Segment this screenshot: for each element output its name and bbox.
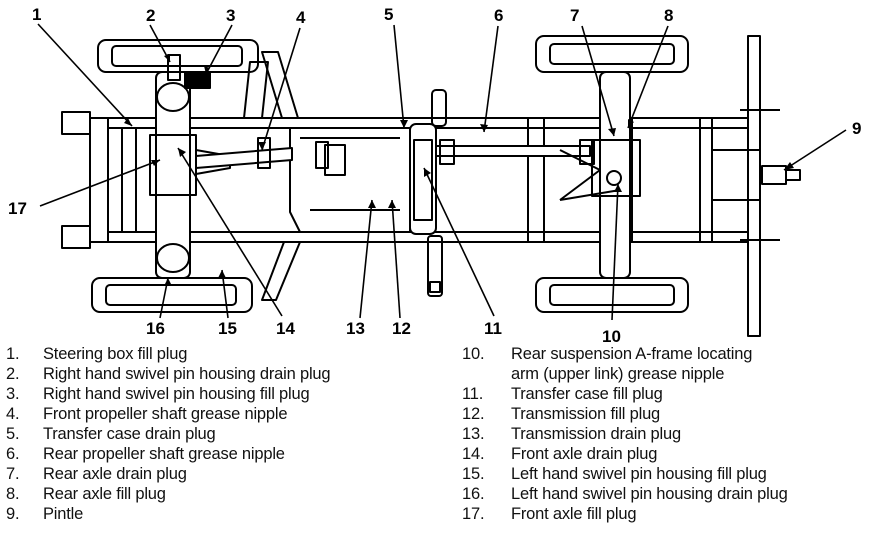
callout-11: 11: [484, 319, 502, 338]
legend-number: 10.: [462, 345, 485, 363]
legend-item: 7. Rear axle drain plug: [6, 464, 426, 484]
legend-label: Left hand swivel pin housing fill plug: [511, 465, 767, 483]
callout-7: 7: [570, 6, 579, 25]
legend-number: 12.: [462, 405, 485, 423]
callout-10: 10: [602, 327, 621, 345]
legend-number: 14.: [462, 445, 485, 463]
legend-number: [462, 364, 511, 384]
legend-number: 6.: [6, 445, 20, 463]
legend-number: 3.: [6, 385, 20, 403]
callout-15: 15: [218, 319, 237, 338]
callout-1: 1: [32, 5, 41, 24]
legend-item: 12. Transmission fill plug: [462, 404, 872, 424]
legend-label: Transfer case fill plug: [511, 385, 663, 403]
legend-right-column: 10. Rear suspension A-frame locating arm …: [462, 344, 872, 524]
legend-number: 8.: [6, 485, 20, 503]
legend-number: 9.: [6, 505, 20, 523]
legend-label: Transmission drain plug: [511, 425, 681, 443]
legend-item: 15. Left hand swivel pin housing fill plu…: [462, 464, 872, 484]
rear-right-wheel: [535, 35, 689, 73]
legend-item: 11. Transfer case fill plug: [462, 384, 872, 404]
front-propeller-shaft: [195, 137, 329, 169]
legend-item: 13. Transmission drain plug: [462, 424, 872, 444]
legend-label: Right hand swivel pin housing fill plug: [43, 385, 310, 403]
chassis-diagram: 1 2 3 4 5 6 7 8 9 10 11 12 13 14 15 16 1…: [8, 5, 861, 345]
callout-9: 9: [852, 119, 861, 138]
callout-6: 6: [494, 6, 503, 25]
legend-label: Transfer case drain plug: [43, 425, 216, 443]
callout-16: 16: [146, 319, 165, 338]
legend-number: 5.: [6, 425, 20, 443]
legend-number: 1.: [6, 345, 20, 363]
leader-lines: [37, 23, 847, 321]
legend-number: 15.: [462, 465, 485, 483]
legend-label: Transmission fill plug: [511, 405, 661, 423]
legend-item: 9. Pintle: [6, 504, 426, 524]
legend-label: Steering box fill plug: [43, 345, 188, 363]
callout-5: 5: [384, 5, 393, 24]
callout-14: 14: [276, 319, 295, 338]
callout-8: 8: [664, 6, 673, 25]
legend-number: 11.: [462, 385, 484, 403]
legend-item: 17. Front axle fill plug: [462, 504, 872, 524]
callout-17: 17: [8, 199, 27, 218]
legend-item: 2. Right hand swivel pin housing drain pl…: [6, 364, 426, 384]
legend-label: Rear axle fill plug: [43, 485, 166, 503]
callout-12: 12: [392, 319, 411, 338]
legend-label: Front propeller shaft grease nipple: [43, 405, 288, 423]
transfer-case: [409, 89, 447, 297]
legend-label: Pintle: [43, 505, 84, 523]
legend-number: 2.: [6, 365, 20, 383]
legend-item: 10. Rear suspension A-frame locating: [462, 344, 872, 364]
legend-label: Right hand swivel pin housing drain plug: [43, 365, 331, 383]
legend-item: 16. Left hand swivel pin housing drain pl…: [462, 484, 872, 504]
legend-item: 8. Rear axle fill plug: [6, 484, 426, 504]
legend-number: 16.: [462, 485, 485, 503]
legend-number: 4.: [6, 405, 20, 423]
legend-item: 4. Front propeller shaft grease nipple: [6, 404, 426, 424]
legend-label: Rear suspension A-frame locating: [511, 345, 753, 363]
legend-number: 17.: [462, 505, 485, 523]
callout-13: 13: [346, 319, 365, 338]
legend-number: 13.: [462, 425, 485, 443]
legend-label: arm (upper link) grease nipple: [511, 365, 725, 383]
front-left-wheel: [91, 277, 253, 313]
legend-label: Front axle fill plug: [511, 505, 637, 523]
legend-label: Front axle drain plug: [511, 445, 658, 463]
legend-left-column: 1. Steering box fill plug 2. Right hand sw…: [6, 344, 426, 524]
legend-label: Left hand swivel pin housing drain plug: [511, 485, 788, 503]
legend-item: 3. Right hand swivel pin housing fill plu…: [6, 384, 426, 404]
legend-item: 6. Rear propeller shaft grease nipple: [6, 444, 426, 464]
callout-3: 3: [226, 6, 235, 25]
leader-arrowheads: [124, 54, 794, 286]
callout-2: 2: [146, 6, 155, 25]
legend-item-continuation: arm (upper link) grease nipple: [462, 364, 872, 384]
rear-propeller-shaft: [435, 139, 595, 165]
legend-label: Rear axle drain plug: [43, 465, 187, 483]
legend-item: 5. Transfer case drain plug: [6, 424, 426, 444]
legend-number: 7.: [6, 465, 20, 483]
legend-label: Rear propeller shaft grease nipple: [43, 445, 285, 463]
tow-frame: [712, 35, 801, 337]
legend-item: 14. Front axle drain plug: [462, 444, 872, 464]
rear-axle: [559, 71, 641, 279]
callout-4: 4: [296, 8, 306, 27]
legend-item: 1. Steering box fill plug: [6, 344, 426, 364]
